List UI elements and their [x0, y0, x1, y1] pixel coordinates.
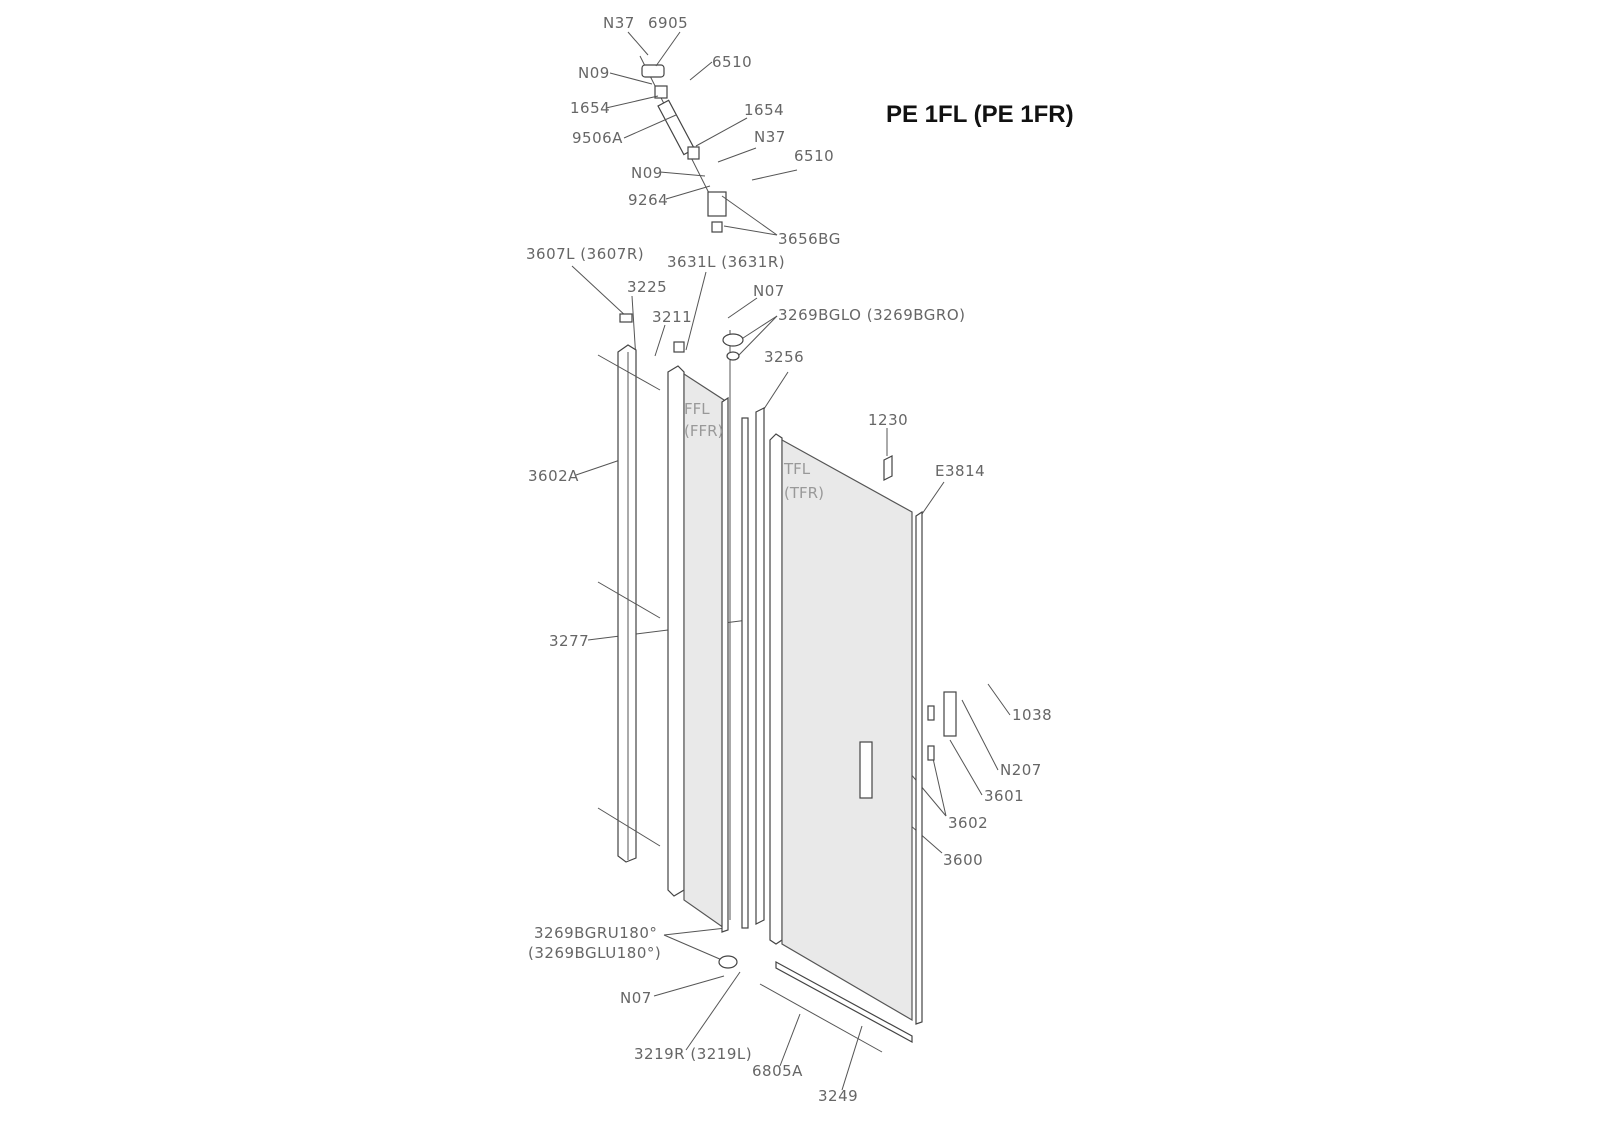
part-label: 3211	[652, 308, 692, 326]
leader-line	[761, 371, 789, 413]
part-label: 3601	[984, 787, 1024, 805]
fixed-glass-panel: FFL (FFR)	[667, 365, 729, 933]
leader-line	[949, 739, 983, 796]
leader-line	[721, 195, 778, 236]
fixed-glass-label: FFL	[684, 400, 710, 418]
leader-line	[663, 934, 723, 961]
part-label: 3256	[764, 348, 804, 366]
leader-line	[653, 975, 725, 997]
part-label: 3249	[818, 1087, 858, 1105]
fixed-glass-label-alt: (FFR)	[684, 422, 723, 440]
part-label: 1654	[744, 101, 784, 119]
leader-line	[727, 297, 758, 319]
upper-hinge-assembly	[639, 55, 727, 233]
leader-lines	[571, 31, 1011, 1091]
leader-line	[571, 265, 629, 319]
leader-line	[931, 753, 947, 817]
leader-line	[841, 1025, 863, 1091]
part-label: N37	[754, 128, 786, 146]
part-label: N207	[1000, 761, 1042, 779]
part-label: 3602A	[528, 467, 579, 485]
leader-line	[737, 315, 778, 357]
door-glass-label-alt: (TFR)	[784, 484, 824, 502]
leader-line	[655, 31, 681, 67]
leader-line	[987, 683, 1011, 716]
part-label: 6510	[794, 147, 834, 165]
part-label: 3607L (3607R)	[526, 245, 644, 263]
part-label: 1230	[868, 411, 908, 429]
leader-line	[695, 117, 748, 147]
part-label: 6805A	[752, 1062, 803, 1080]
part-label: 3269BGLO (3269BGRO)	[778, 306, 965, 324]
leader-line	[779, 1013, 801, 1067]
part-label: 1038	[1012, 706, 1052, 724]
part-label: N09	[578, 64, 610, 82]
part-label: N09	[631, 164, 663, 182]
leader-line	[717, 147, 757, 163]
part-label: N37	[603, 14, 635, 32]
leader-line	[654, 324, 666, 357]
part-label: N07	[753, 282, 785, 300]
wall-profile-3602a	[597, 313, 685, 863]
bottom-profiles	[759, 960, 913, 1053]
part-label: 9506A	[572, 129, 623, 147]
leader-line	[659, 171, 706, 177]
door-glass-panel: TFL (TFR)	[769, 433, 923, 1025]
leader-line	[723, 225, 778, 236]
part-label: E3814	[935, 462, 985, 480]
leader-line	[921, 481, 945, 515]
part-label: 6510	[712, 53, 752, 71]
part-label: 1654	[570, 99, 610, 117]
part-label: 9264	[628, 191, 668, 209]
leader-line	[627, 31, 649, 56]
part-label: 3600	[943, 851, 983, 869]
leader-line	[665, 185, 711, 200]
leader-line	[685, 971, 741, 1051]
leader-line	[609, 72, 653, 85]
part-label: 3277	[549, 632, 589, 650]
part-label: 3631L (3631R)	[667, 253, 785, 271]
part-label: N07	[620, 989, 652, 1007]
diagram-title: PE 1FL (PE 1FR)	[886, 101, 1074, 128]
leader-line	[685, 271, 707, 351]
door-handles	[859, 691, 957, 799]
leader-line	[605, 95, 659, 109]
leader-line	[663, 927, 727, 936]
leader-line	[751, 169, 798, 181]
part-label: (3269BGLU180°)	[528, 944, 661, 962]
part-label: 3225	[627, 278, 667, 296]
part-label: 3602	[948, 814, 988, 832]
leader-line	[961, 699, 999, 771]
part-label: 3219R (3219L)	[634, 1045, 752, 1063]
part-label: 3269BGRU180°	[534, 924, 657, 942]
door-glass-label: TFL	[783, 460, 811, 478]
seal-strips-and-hinges	[718, 330, 765, 969]
part-label: 3656BG	[778, 230, 841, 248]
part-label: 6905	[648, 14, 688, 32]
leader-line	[739, 315, 778, 341]
leader-line	[689, 61, 713, 81]
leader-line	[623, 114, 677, 139]
